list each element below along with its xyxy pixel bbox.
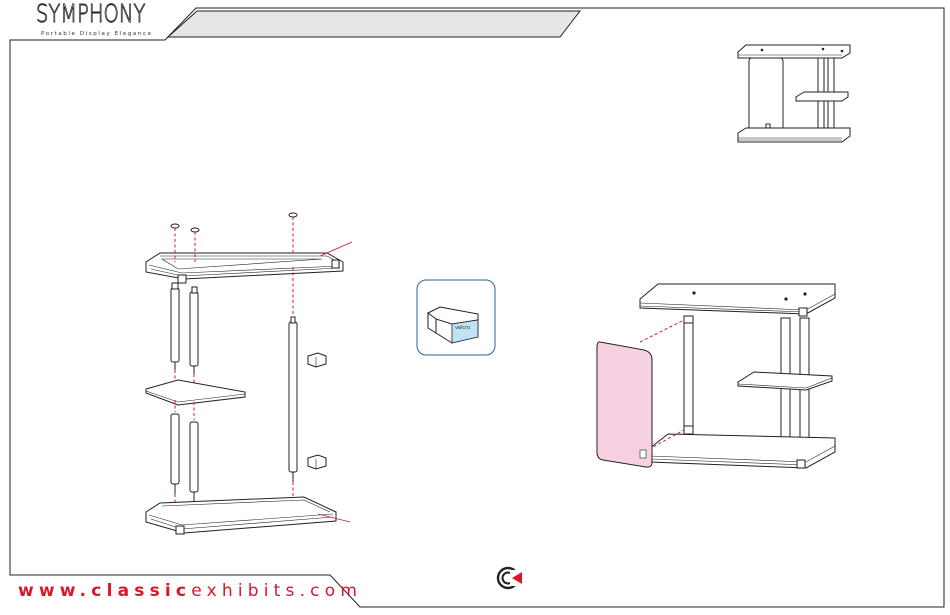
website-url[interactable]: www.classicexhibits.com (18, 581, 362, 601)
url-prefix: www. (18, 581, 91, 601)
classic-exhibits-logo-icon (498, 568, 522, 588)
brand-tagline: Portable Display Elegance (41, 31, 153, 37)
lower-posts (171, 414, 198, 502)
long-post (289, 317, 297, 482)
exploded-frame-assembly (146, 213, 352, 534)
url-brand: classic (91, 581, 191, 601)
velcro-label: velcro (455, 325, 470, 331)
header-title-bar (168, 11, 580, 37)
url-suffix: exhibits.com (191, 581, 362, 601)
upper-posts (171, 283, 198, 374)
brand-logo: SYMPHONY (36, 0, 145, 28)
graphic-panel (597, 342, 652, 467)
top-pins (171, 213, 297, 232)
velcro-callout (417, 280, 495, 355)
assembled-unit-with-panel (597, 284, 835, 468)
finished-product-thumbnail (738, 45, 850, 142)
